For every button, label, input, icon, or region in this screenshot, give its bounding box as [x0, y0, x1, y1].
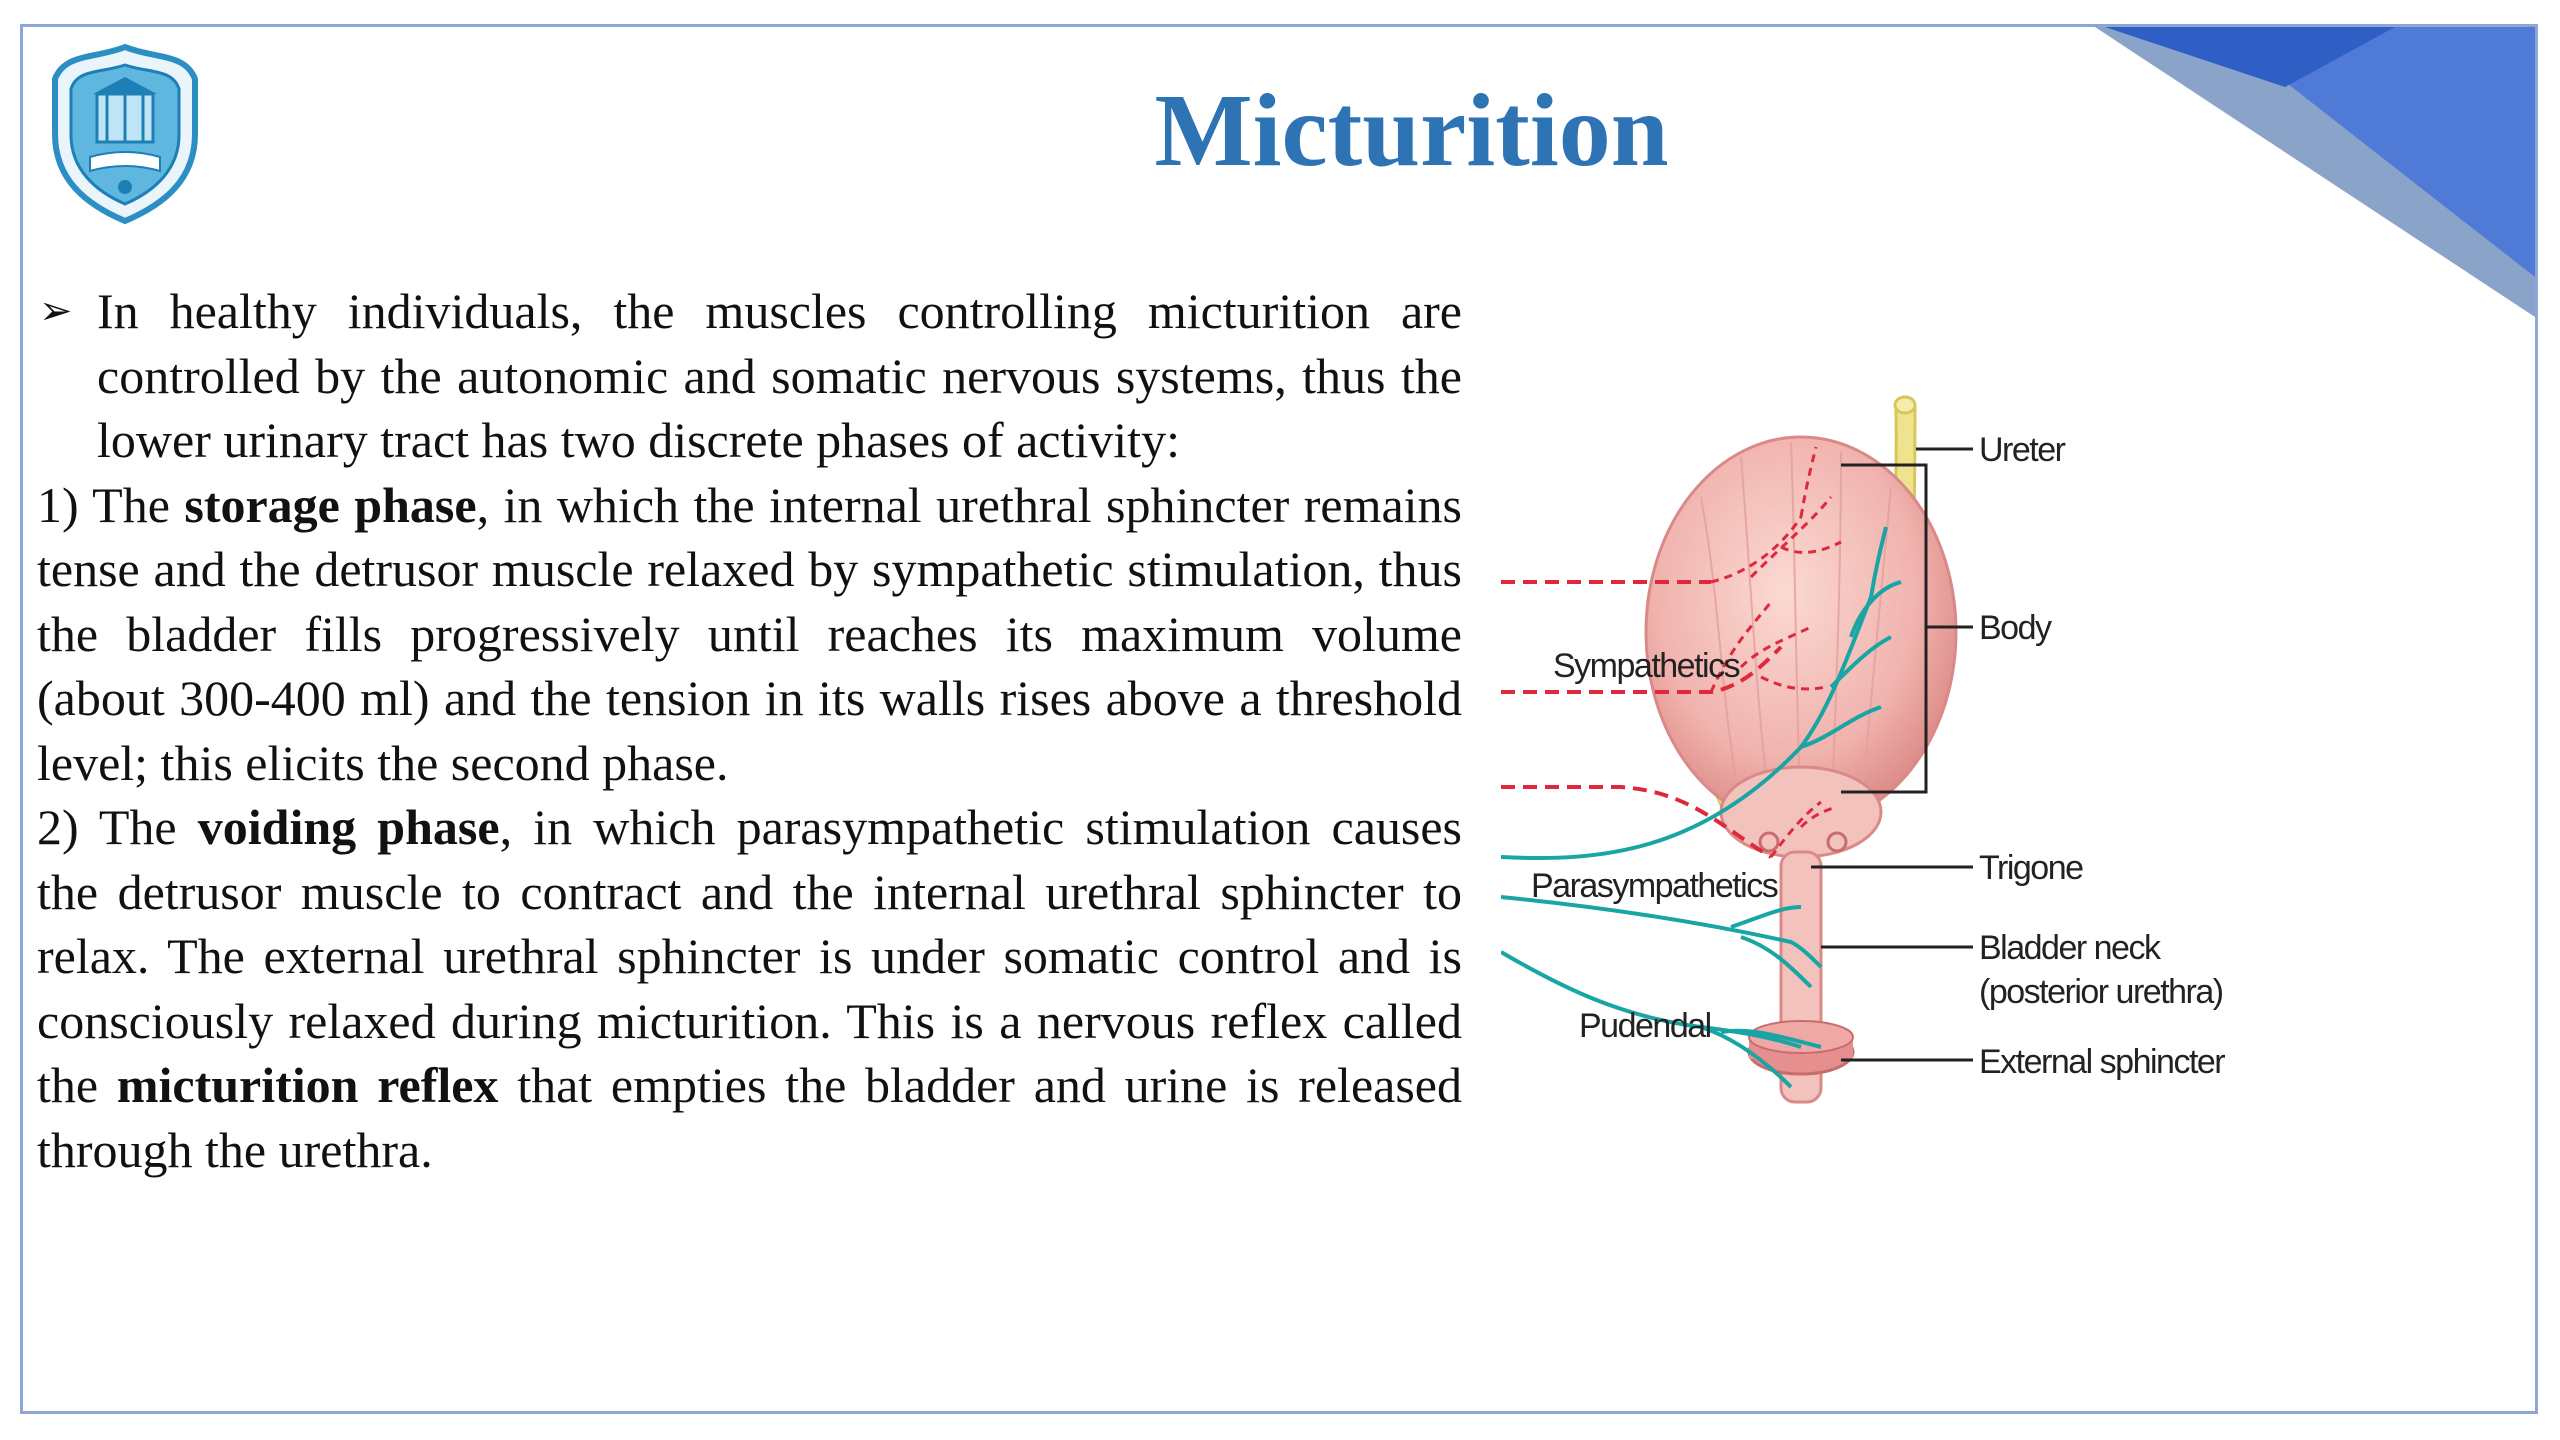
label-sympathetics: Sympathetics — [1553, 647, 1740, 685]
trigone — [1719, 765, 1883, 859]
storage-phase-term: storage phase — [184, 476, 477, 533]
label-body: Body — [1979, 609, 2052, 647]
arrowhead-bullet-icon: ➢ — [39, 288, 73, 334]
main-text: ➢ In healthy individuals, the muscles co… — [37, 279, 1462, 1182]
storage-phase-paragraph: 1) The storage phase, in which the inter… — [37, 476, 1463, 791]
label-bladder-neck-sub: (posterior urethra) — [1979, 973, 2223, 1011]
intro-text: In healthy individuals, the muscles cont… — [97, 283, 1462, 468]
label-ureter: Ureter — [1979, 431, 2066, 469]
parasympathetic-nerves — [1501, 526, 1902, 989]
intro-bullet: ➢ In healthy individuals, the muscles co… — [37, 279, 1462, 473]
corner-decoration — [2095, 27, 2535, 317]
voiding-phase-term: voiding phase — [197, 799, 500, 855]
corner-shape-mid — [2215, 27, 2535, 277]
micturition-reflex-term: micturition reflex — [116, 1057, 499, 1113]
label-parasympathetics: Parasympathetics — [1531, 867, 1778, 905]
label-pudendal: Pudendal — [1579, 1007, 1711, 1045]
label-external-sphincter: External sphincter — [1979, 1043, 2225, 1081]
bladder-innervation-diagram: Sympathetics Parasympathetics Pudendal U… — [1501, 395, 2227, 1104]
label-trigone: Trigone — [1979, 849, 2083, 887]
corner-shape-front — [2105, 27, 2395, 87]
voiding-phase-paragraph: 2) The voiding phase, in which parasympa… — [37, 799, 1462, 1178]
university-crest-icon — [52, 43, 198, 225]
label-bladder-neck: Bladder neck — [1979, 929, 2162, 967]
pudendal-nerve — [1501, 950, 1822, 1089]
slide: Micturition ➢ In healthy individuals, th… — [20, 24, 2538, 1414]
slide-title: Micturition — [1154, 73, 1669, 188]
